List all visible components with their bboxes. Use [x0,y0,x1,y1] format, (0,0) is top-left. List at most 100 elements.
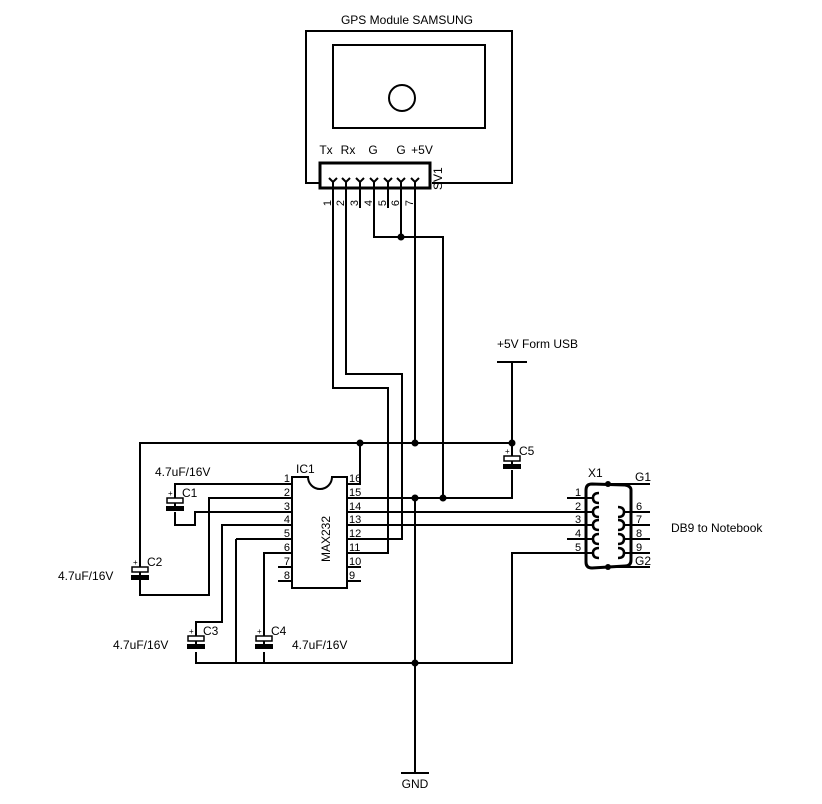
ic-pin-number: 16 [349,473,361,485]
db9-socket [591,505,600,519]
capacitor-c5: + C5 [503,444,535,469]
ic-pin-number: 11 [349,542,360,554]
cap-negative-plate [131,575,149,580]
header-pin [328,177,338,192]
c1-value: 4.7uF/16V [155,465,210,479]
db9-ref: X1 [588,466,603,480]
header-pin-number: 3 [349,200,361,206]
header-pin [410,177,420,192]
cap-polarity: + [189,627,194,636]
capacitors: +C1+C2+C3+C4+C5 [131,444,535,649]
usb-supply-label: +5V Form USB [497,337,578,351]
ic-pin-number: 9 [349,570,355,582]
junction-dot [356,439,364,447]
cap-polarity: + [133,558,138,567]
signal-label-5v: +5V [411,143,433,157]
cap-negative-plate [255,644,273,649]
wire-rx [345,192,403,540]
gnd-label: GND [402,777,429,791]
gps-module-outline [305,30,513,184]
db9-g1-label: G1 [635,470,651,484]
capacitor-c1: +C1 [166,486,198,511]
junction-dot [397,233,405,241]
db9-socket [591,546,600,560]
db9-socket [591,532,600,546]
ic-body [291,476,348,589]
db9-pin-number: 3 [575,514,581,526]
capacitor-c3: +C3 [187,624,219,649]
cap-negative-plate [166,506,184,511]
wire-pin15-gnd [361,470,513,499]
cap-ref: C5 [519,444,535,458]
cap-ref: C2 [147,555,163,569]
wire-c4-top [263,552,278,636]
cap-negative-plate [503,464,521,469]
signal-label-g2: G [396,143,405,157]
db9-pin-number: 8 [636,528,642,540]
db9-pin-number: 2 [575,501,581,513]
db9-socket [591,518,600,532]
db9-pin-number: 4 [575,528,581,540]
signal-label-tx: Tx [319,143,332,157]
db9-pin-number: 1 [575,487,581,499]
junction-dot [411,494,419,502]
db9-socket [617,532,626,546]
ic-pin-number: 3 [284,501,290,513]
ic-pin-number: 5 [284,528,290,540]
junction-dot [508,439,516,447]
wire-gnd-bus [195,552,567,664]
header-pin-number: 6 [390,200,402,206]
ic-pin-number: 7 [284,556,290,568]
header-pin [355,177,365,192]
cap-positive-plate [255,635,273,642]
cap-polarity: + [257,627,262,636]
wire-c1-bottom [174,511,278,526]
junction-dot [411,439,419,447]
db9-g2-label: G2 [635,554,651,568]
wire-vcc-rail [139,442,512,567]
db9-socket [591,491,600,505]
gps-module-title: GPS Module SAMSUNG [341,13,473,27]
header-pin-number: 7 [404,200,416,206]
gps-antenna-area [332,44,486,129]
header-pin-number: 5 [377,200,389,206]
wires [139,192,567,774]
cap-ref: C4 [271,624,287,638]
db9-pin-number: 5 [575,542,581,554]
ic-pin-number: 8 [284,570,290,582]
wire-c3-top [195,524,278,636]
gps-antenna-icon [388,84,416,112]
cap-positive-plate [166,497,184,504]
header-pin [383,177,393,192]
db9-socket [617,505,626,519]
junction-dot [411,659,419,667]
cap-positive-plate [131,566,149,573]
cap-negative-plate [187,644,205,649]
c4-value: 4.7uF/16V [292,638,347,652]
cap-polarity: + [168,489,173,498]
junction-dot [439,494,447,502]
db9-pin-number: 6 [636,501,642,513]
signal-label-g1: G [368,143,377,157]
signal-label-rx: Rx [341,143,356,157]
header-pin [341,177,351,192]
db9-pin-number: 9 [636,542,642,554]
ic-pin-number: 12 [349,528,361,540]
ic-pin-number: 2 [284,487,290,499]
ic-pin-number: 6 [284,542,290,554]
ic-pin-number: 4 [284,514,290,526]
wire-tx [332,192,389,554]
ic-pin-number: 14 [349,501,361,513]
header-ref: SV1 [431,167,445,190]
cap-positive-plate [187,635,205,642]
header-pin [396,177,406,192]
ic-pin-number: 13 [349,514,361,526]
c3-value: 4.7uF/16V [113,638,168,652]
cap-polarity: + [505,447,510,456]
wire-c1-top [174,483,278,498]
capacitor-c2: + C2 [131,555,163,580]
